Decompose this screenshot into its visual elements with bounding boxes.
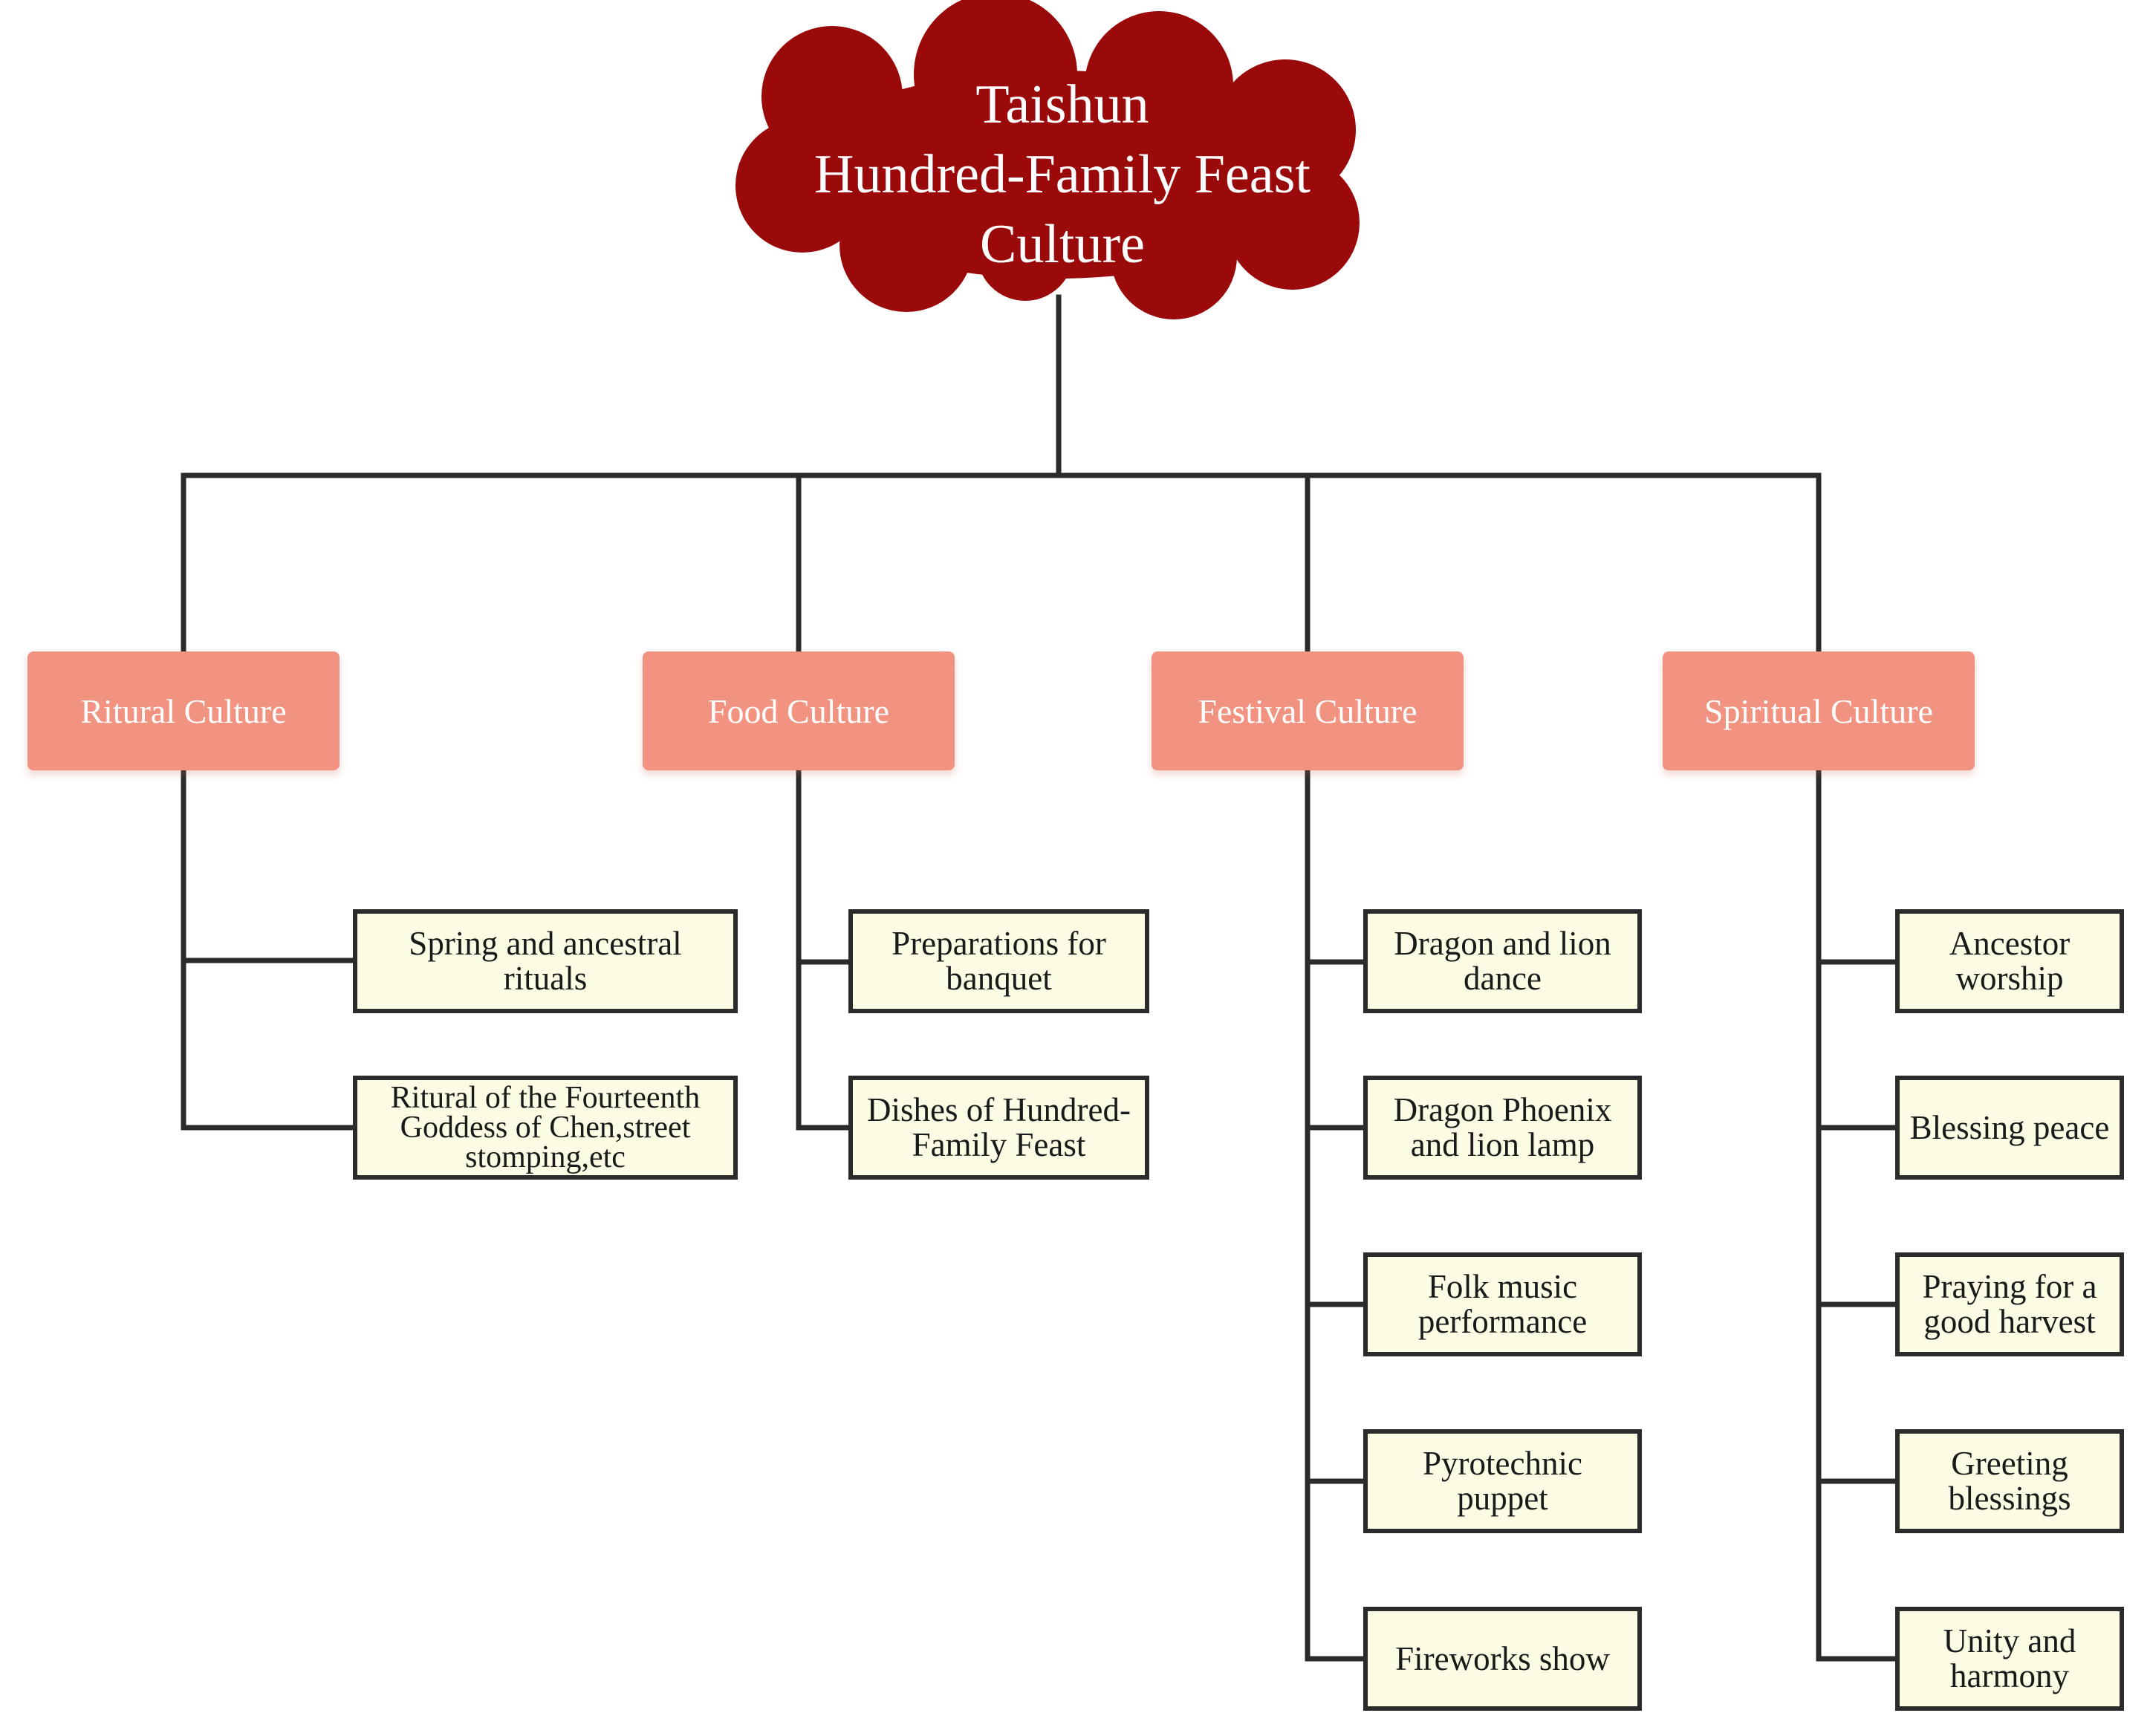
root-cloud-shape: [735, 0, 1360, 319]
leaf-praying-good-harvest: Praying for a good harvest: [1895, 1252, 2124, 1356]
root-title-line-1: Taishun: [975, 74, 1149, 135]
category-ritual-culture: Ritural Culture: [27, 651, 340, 770]
leaf-fourteenth-goddess-ritual: Ritural of the Fourteenth Goddess of Che…: [353, 1076, 738, 1180]
leaf-ancestor-worship: Ancestor worship: [1895, 909, 2124, 1013]
leaf-dragon-phoenix-lion-lamp: Dragon Phoenix and lion lamp: [1363, 1076, 1642, 1180]
leaf-preparations-for-banquet: Preparations for banquet: [848, 909, 1149, 1013]
leaf-unity-harmony: Unity and harmony: [1895, 1607, 2124, 1711]
root-title-line-3: Culture: [980, 214, 1145, 275]
leaf-greeting-blessings: Greeting blessings: [1895, 1429, 2124, 1533]
leaf-blessing-peace: Blessing peace: [1895, 1076, 2124, 1180]
category-festival-culture: Festival Culture: [1152, 651, 1464, 770]
leaf-folk-music-performance: Folk music performance: [1363, 1252, 1642, 1356]
leaf-pyrotechnic-puppet: Pyrotechnic puppet: [1363, 1429, 1642, 1533]
category-spiritual-culture: Spiritual Culture: [1663, 651, 1975, 770]
leaf-dragon-lion-dance: Dragon and lion dance: [1363, 909, 1642, 1013]
category-food-culture: Food Culture: [643, 651, 955, 770]
root-title: Taishun Hundred-Family Feast Culture: [743, 52, 1382, 297]
leaf-fireworks-show: Fireworks show: [1363, 1607, 1642, 1711]
leaf-dishes-of-feast: Dishes of Hundred-Family Feast: [848, 1076, 1149, 1180]
root-title-line-2: Hundred-Family Feast: [814, 144, 1311, 205]
leaf-spring-ancestral-rituals: Spring and ancestral rituals: [353, 909, 738, 1013]
